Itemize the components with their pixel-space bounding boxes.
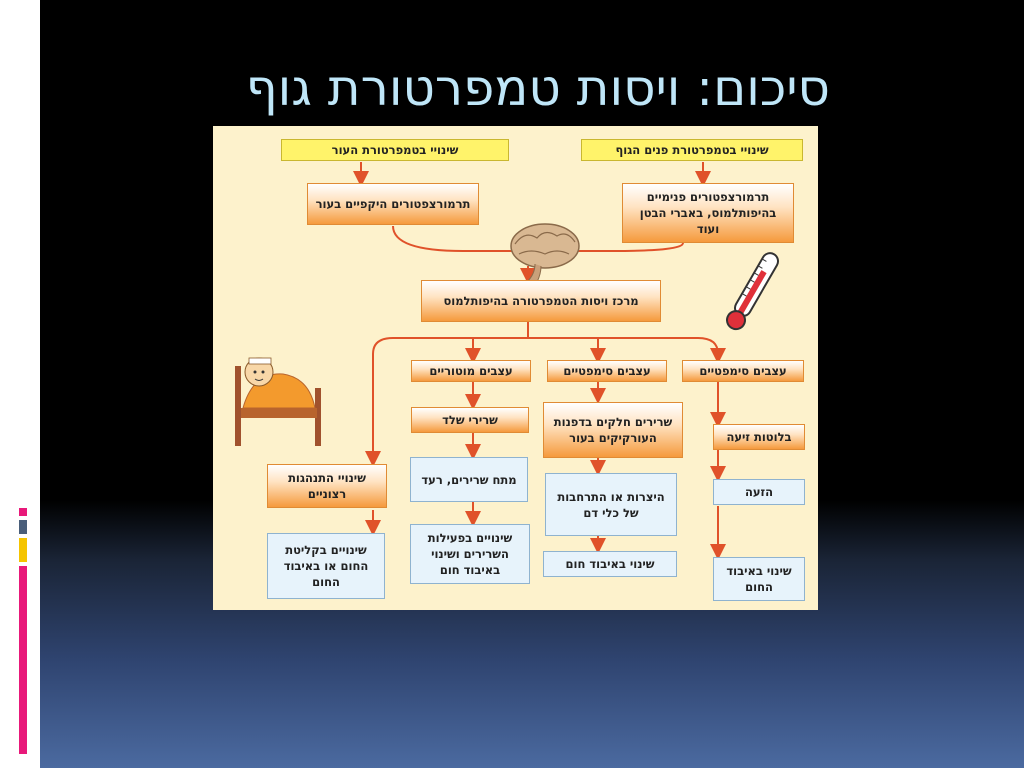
box-sympathetic-nerves-2: עצבים סימפטיים [682,360,804,382]
box-sympathetic-nerves-1: עצבים סימפטיים [547,360,667,382]
box-heat-loss-change-1: שינוי באיבוד חום [543,551,677,577]
box-core-temperature-change: שינויי בטמפרטורת פנים הגוף [581,139,803,161]
line-distribution-bar [372,337,719,355]
deco-bar-pink-top [19,508,27,516]
box-skin-temperature-change: שינויי בטמפרטורת העור [281,139,509,161]
box-heat-loss-change-2: שינוי באיבוד החום [713,557,805,601]
deco-bar-yellow [19,538,27,562]
deco-bar-gray [19,520,27,534]
thermoregulation-diagram: שינויי בטמפרטורת העור שינויי בטמפרטורת פ… [213,126,818,610]
box-smooth-muscles: שרירים חלקים בדפנות העורקיקים בעור [543,402,683,458]
box-sweating: הזעה [713,479,805,505]
box-skeletal-muscles: שרירי שלד [411,407,529,433]
brain-icon [510,223,580,283]
slide-title: סיכום: ויסות טמפרטורת גוף [245,59,830,117]
box-muscle-tension: מתח שרירים, רעד [410,457,528,502]
box-internal-thermoreceptors: תרמורצפטורים פנימיים בהיפותלמוס, באברי ה… [622,183,794,243]
box-vessel-change: היצרות או התרחבות של כלי דם [545,473,677,536]
box-behavior-change: שינויי התנהגות רצוניים [267,464,387,508]
line-peripheral-to-brain [392,225,523,252]
box-peripheral-thermoreceptors: תרמורצפטורים היקפיים בעור [307,183,479,225]
diagram-connectors [235,162,779,560]
box-heat-absorption-change: שינויים בקליטת החום או באיבוד החום [267,533,385,599]
box-hypothalamus-center: מרכז ויסות הטמפרטורה בהיפותלמוס [421,280,661,322]
deco-bar-pink-long [19,566,27,754]
box-muscle-activity-change: שינויים בפעילות השרירים ושינוי באיבוד חו… [410,524,530,584]
sick-person-in-bed-icon [235,357,321,446]
line-internal-to-brain [568,242,684,252]
thermometer-icon [726,252,779,331]
box-sweat-glands: בלוטות זיעה [713,424,805,450]
box-motor-nerves: עצבים מוטוריים [411,360,531,382]
